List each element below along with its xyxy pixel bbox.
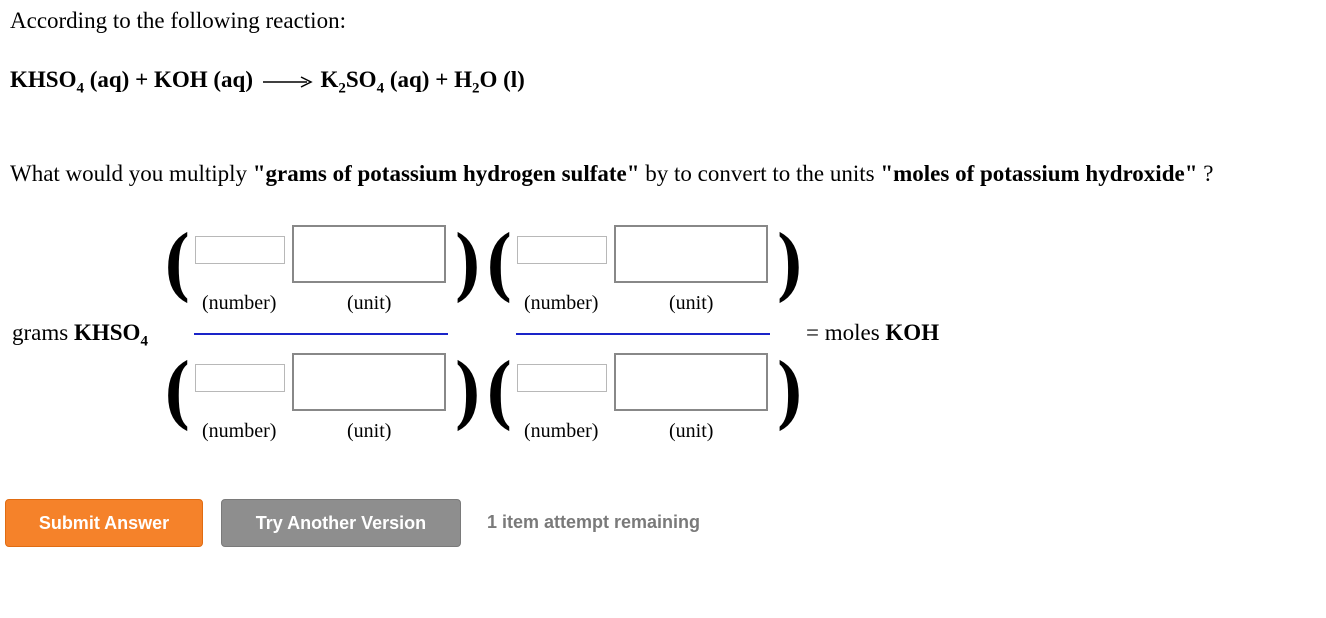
product1: K2SO4 <box>320 67 385 97</box>
product2: H2O <box>454 67 498 97</box>
reaction-arrow-icon <box>262 76 313 88</box>
unit-label: (unit) <box>347 420 392 442</box>
factor2-numerator-unit-input[interactable] <box>614 225 768 283</box>
factor2-fraction-line <box>516 333 770 335</box>
right-paren-icon: ) <box>776 347 805 438</box>
left-paren-icon: ( <box>484 219 513 310</box>
reactant2-state: (aq) <box>213 67 253 92</box>
right-paren-icon: ) <box>454 219 483 310</box>
number-label: (number) <box>524 420 599 442</box>
reactant2: KOH <box>153 67 208 92</box>
right-paren-icon: ) <box>454 347 483 438</box>
try-another-version-button[interactable]: Try Another Version <box>221 499 461 547</box>
factor1-denominator-unit-input[interactable] <box>292 353 446 411</box>
factor1-numerator-number-input[interactable] <box>195 236 285 264</box>
product2-state: (l) <box>503 67 525 92</box>
to-units: "moles of potassium hydroxide" <box>880 161 1198 186</box>
reactant1: KHSO4 <box>10 67 84 97</box>
reaction-equation: KHSO4 (aq) + KOH (aq) K2SO4 (aq) + H2O (… <box>10 67 525 98</box>
left-paren-icon: ( <box>162 347 191 438</box>
number-label: (number) <box>202 420 277 442</box>
left-paren-icon: ( <box>162 219 191 310</box>
factor2-denominator-number-input[interactable] <box>517 364 607 392</box>
factor1-fraction-line <box>194 333 448 335</box>
factor1-numerator-unit-input[interactable] <box>292 225 446 283</box>
right-paren-icon: ) <box>776 219 805 310</box>
attempts-remaining-text: 1 item attempt remaining <box>487 512 701 532</box>
product1-state: (aq) <box>389 67 430 92</box>
reactant1-state: (aq) <box>89 67 130 92</box>
from-units: "grams of potassium hydrogen sulfate" <box>252 161 640 186</box>
unit-label: (unit) <box>669 420 714 442</box>
factor2-numerator-number-input[interactable] <box>517 236 607 264</box>
question-text: What would you multiply "grams of potass… <box>10 161 1214 186</box>
left-paren-icon: ( <box>484 347 513 438</box>
factor1-denominator-number-input[interactable] <box>195 364 285 392</box>
unit-label: (unit) <box>669 292 714 314</box>
unit-label: (unit) <box>347 292 392 314</box>
start-quantity-label: grams KHSO4 <box>12 320 148 350</box>
plus-sign: + <box>135 67 149 92</box>
intro-text: According to the following reaction: <box>10 8 346 33</box>
plus-sign: + <box>435 67 449 92</box>
result-quantity-label: = moles KOH <box>806 320 940 345</box>
factor2-denominator-unit-input[interactable] <box>614 353 768 411</box>
number-label: (number) <box>202 292 277 314</box>
number-label: (number) <box>524 292 599 314</box>
submit-answer-button[interactable]: Submit Answer <box>5 499 203 547</box>
